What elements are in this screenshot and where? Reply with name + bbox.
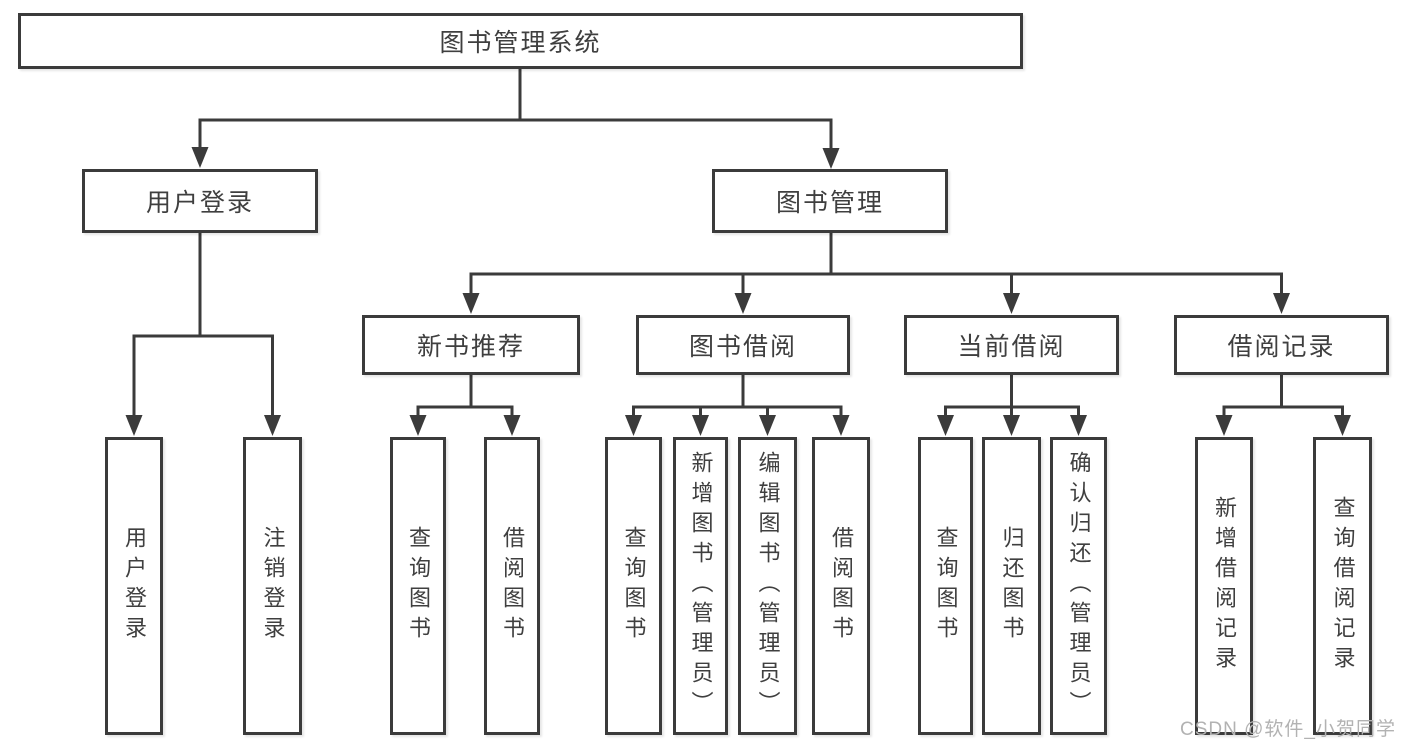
node-leaf-bb-borrow-books: 借阅图书 [812, 437, 870, 735]
node-leaf-br-query-record: 查询借阅记录 [1313, 437, 1372, 735]
node-current-borrowing: 当前借阅 [904, 315, 1119, 375]
node-leaf-bb-add-books-admin: 新增图书（管理员） [673, 437, 728, 735]
watermark: CSDN @软件_小贺同学 [1180, 719, 1396, 740]
node-book-borrowing: 图书借阅 [636, 315, 850, 375]
node-leaf-user-login: 用户登录 [105, 437, 163, 735]
node-new-book-recommend: 新书推荐 [362, 315, 580, 375]
node-leaf-nb-query-books: 查询图书 [390, 437, 446, 735]
node-root-system: 图书管理系统 [18, 13, 1023, 69]
arrowhead-group [125, 147, 1351, 436]
node-leaf-logout: 注销登录 [243, 437, 302, 735]
node-user-login: 用户登录 [82, 169, 318, 233]
node-borrowing-records: 借阅记录 [1174, 315, 1389, 375]
node-leaf-bb-edit-books-admin: 编辑图书（管理员） [738, 437, 797, 735]
node-leaf-nb-borrow-books: 借阅图书 [484, 437, 540, 735]
node-leaf-cb-confirm-return-admin: 确认归还（管理员） [1050, 437, 1107, 735]
node-leaf-br-add-record: 新增借阅记录 [1195, 437, 1253, 735]
node-book-management: 图书管理 [712, 169, 948, 233]
node-leaf-cb-return-books: 归还图书 [982, 437, 1041, 735]
node-leaf-bb-query-books: 查询图书 [605, 437, 662, 735]
node-leaf-cb-query-books: 查询图书 [918, 437, 973, 735]
